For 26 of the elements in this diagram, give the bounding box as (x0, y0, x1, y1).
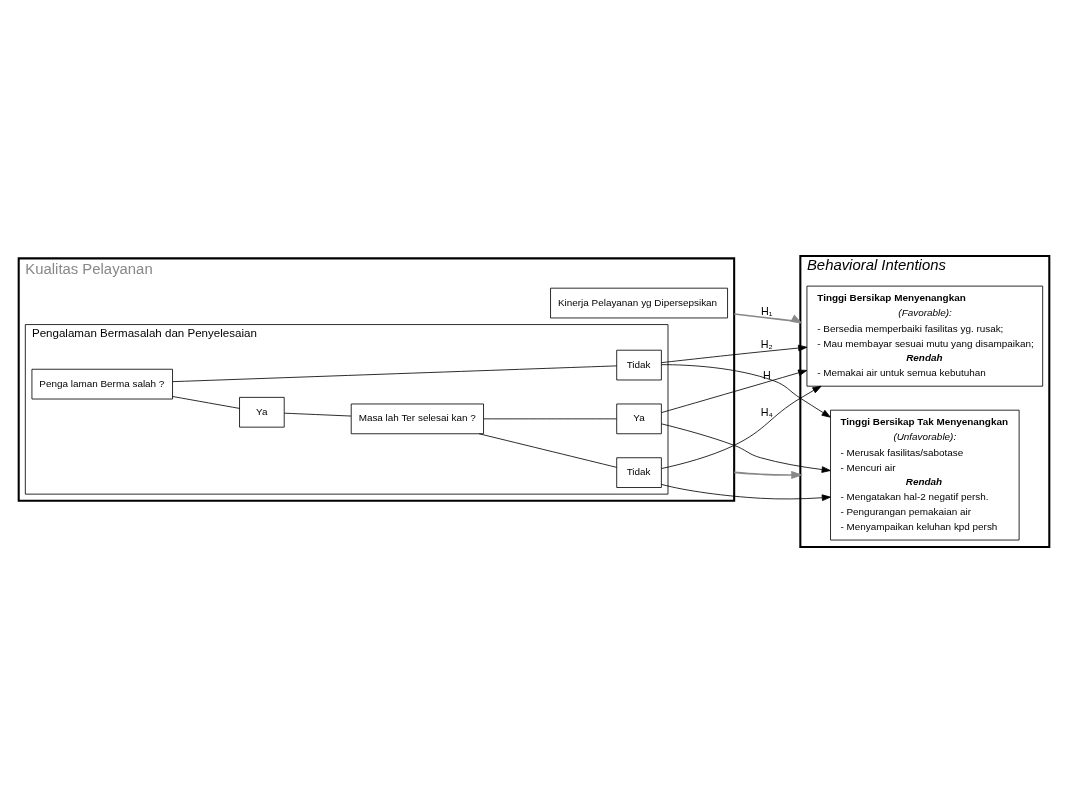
connector (172, 396, 240, 409)
node-box: Tidak (616, 457, 662, 488)
arrow (733, 313, 803, 324)
arrow (661, 344, 808, 364)
edge-label: H (763, 368, 771, 381)
arrow (661, 423, 831, 473)
connector (284, 412, 352, 417)
edge-label: H₄ (760, 405, 773, 418)
node-box: Ya (239, 396, 285, 428)
node-box: Ya (616, 403, 662, 435)
connector (172, 365, 618, 383)
connector (483, 418, 617, 420)
node-box: Tinggi Bersikap Tak Menyenangkan (Unfavorable): - Merusak fasilitas/sabotase - Mencuri air Rendah - Mengatakan hal-2 negatif persh. - Pengurangan pemakaian air - Menyampaikan keluhan kpd persh (830, 409, 1020, 541)
edge-label: H₂ (760, 338, 773, 351)
node-box: Kinerja Pelayanan yg Dipersepsikan (550, 287, 728, 319)
arrow (661, 483, 831, 502)
node-box: Penga laman Berma salah ? (31, 368, 173, 400)
edge-label: H₁ (761, 304, 773, 317)
connector (478, 433, 617, 468)
arrow (661, 364, 831, 418)
node-box: Masa lah Ter selesai kan ? (350, 403, 484, 435)
node-box: Tinggi Bersikap Menyenangkan (Favorable): - Bersedia memperbaiki fasilitas yg. rusak; - Mau membayar sesuai mutu yang disampaikan; Rendah - Memakai air untuk semua kebutuhan (806, 285, 1044, 387)
arrow (661, 385, 822, 469)
arrow (733, 470, 803, 480)
node-box: Tidak (616, 349, 662, 381)
arrow (661, 369, 808, 413)
